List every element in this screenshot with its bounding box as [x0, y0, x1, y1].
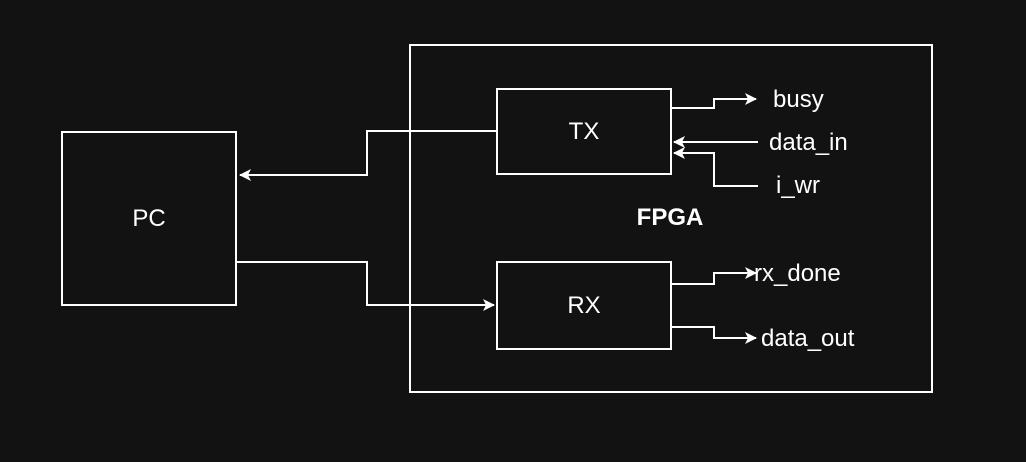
signal-i-wr-label: i_wr: [776, 172, 820, 199]
rx-label: RX: [567, 292, 600, 319]
tx-to-pc-connector: [239, 130, 497, 181]
signal-busy-label: busy: [773, 86, 824, 113]
signal-rx-done-label: rx_done: [754, 260, 841, 287]
tx-label: TX: [569, 118, 600, 145]
fpga-label: FPGA: [637, 204, 704, 231]
rx-done-arrow: [671, 267, 757, 285]
signal-data-out-label: data_out: [761, 325, 855, 352]
pc-label: PC: [132, 205, 165, 232]
pc-to-rx-connector: [236, 261, 495, 311]
data-out-arrow: [671, 326, 757, 344]
fpga-container: [409, 44, 933, 393]
busy-arrow: [671, 93, 757, 109]
i-wr-arrow: [673, 147, 758, 187]
rx-block: [496, 261, 672, 350]
signal-data-in-label: data_in: [769, 129, 848, 156]
pc-block: [61, 131, 237, 306]
